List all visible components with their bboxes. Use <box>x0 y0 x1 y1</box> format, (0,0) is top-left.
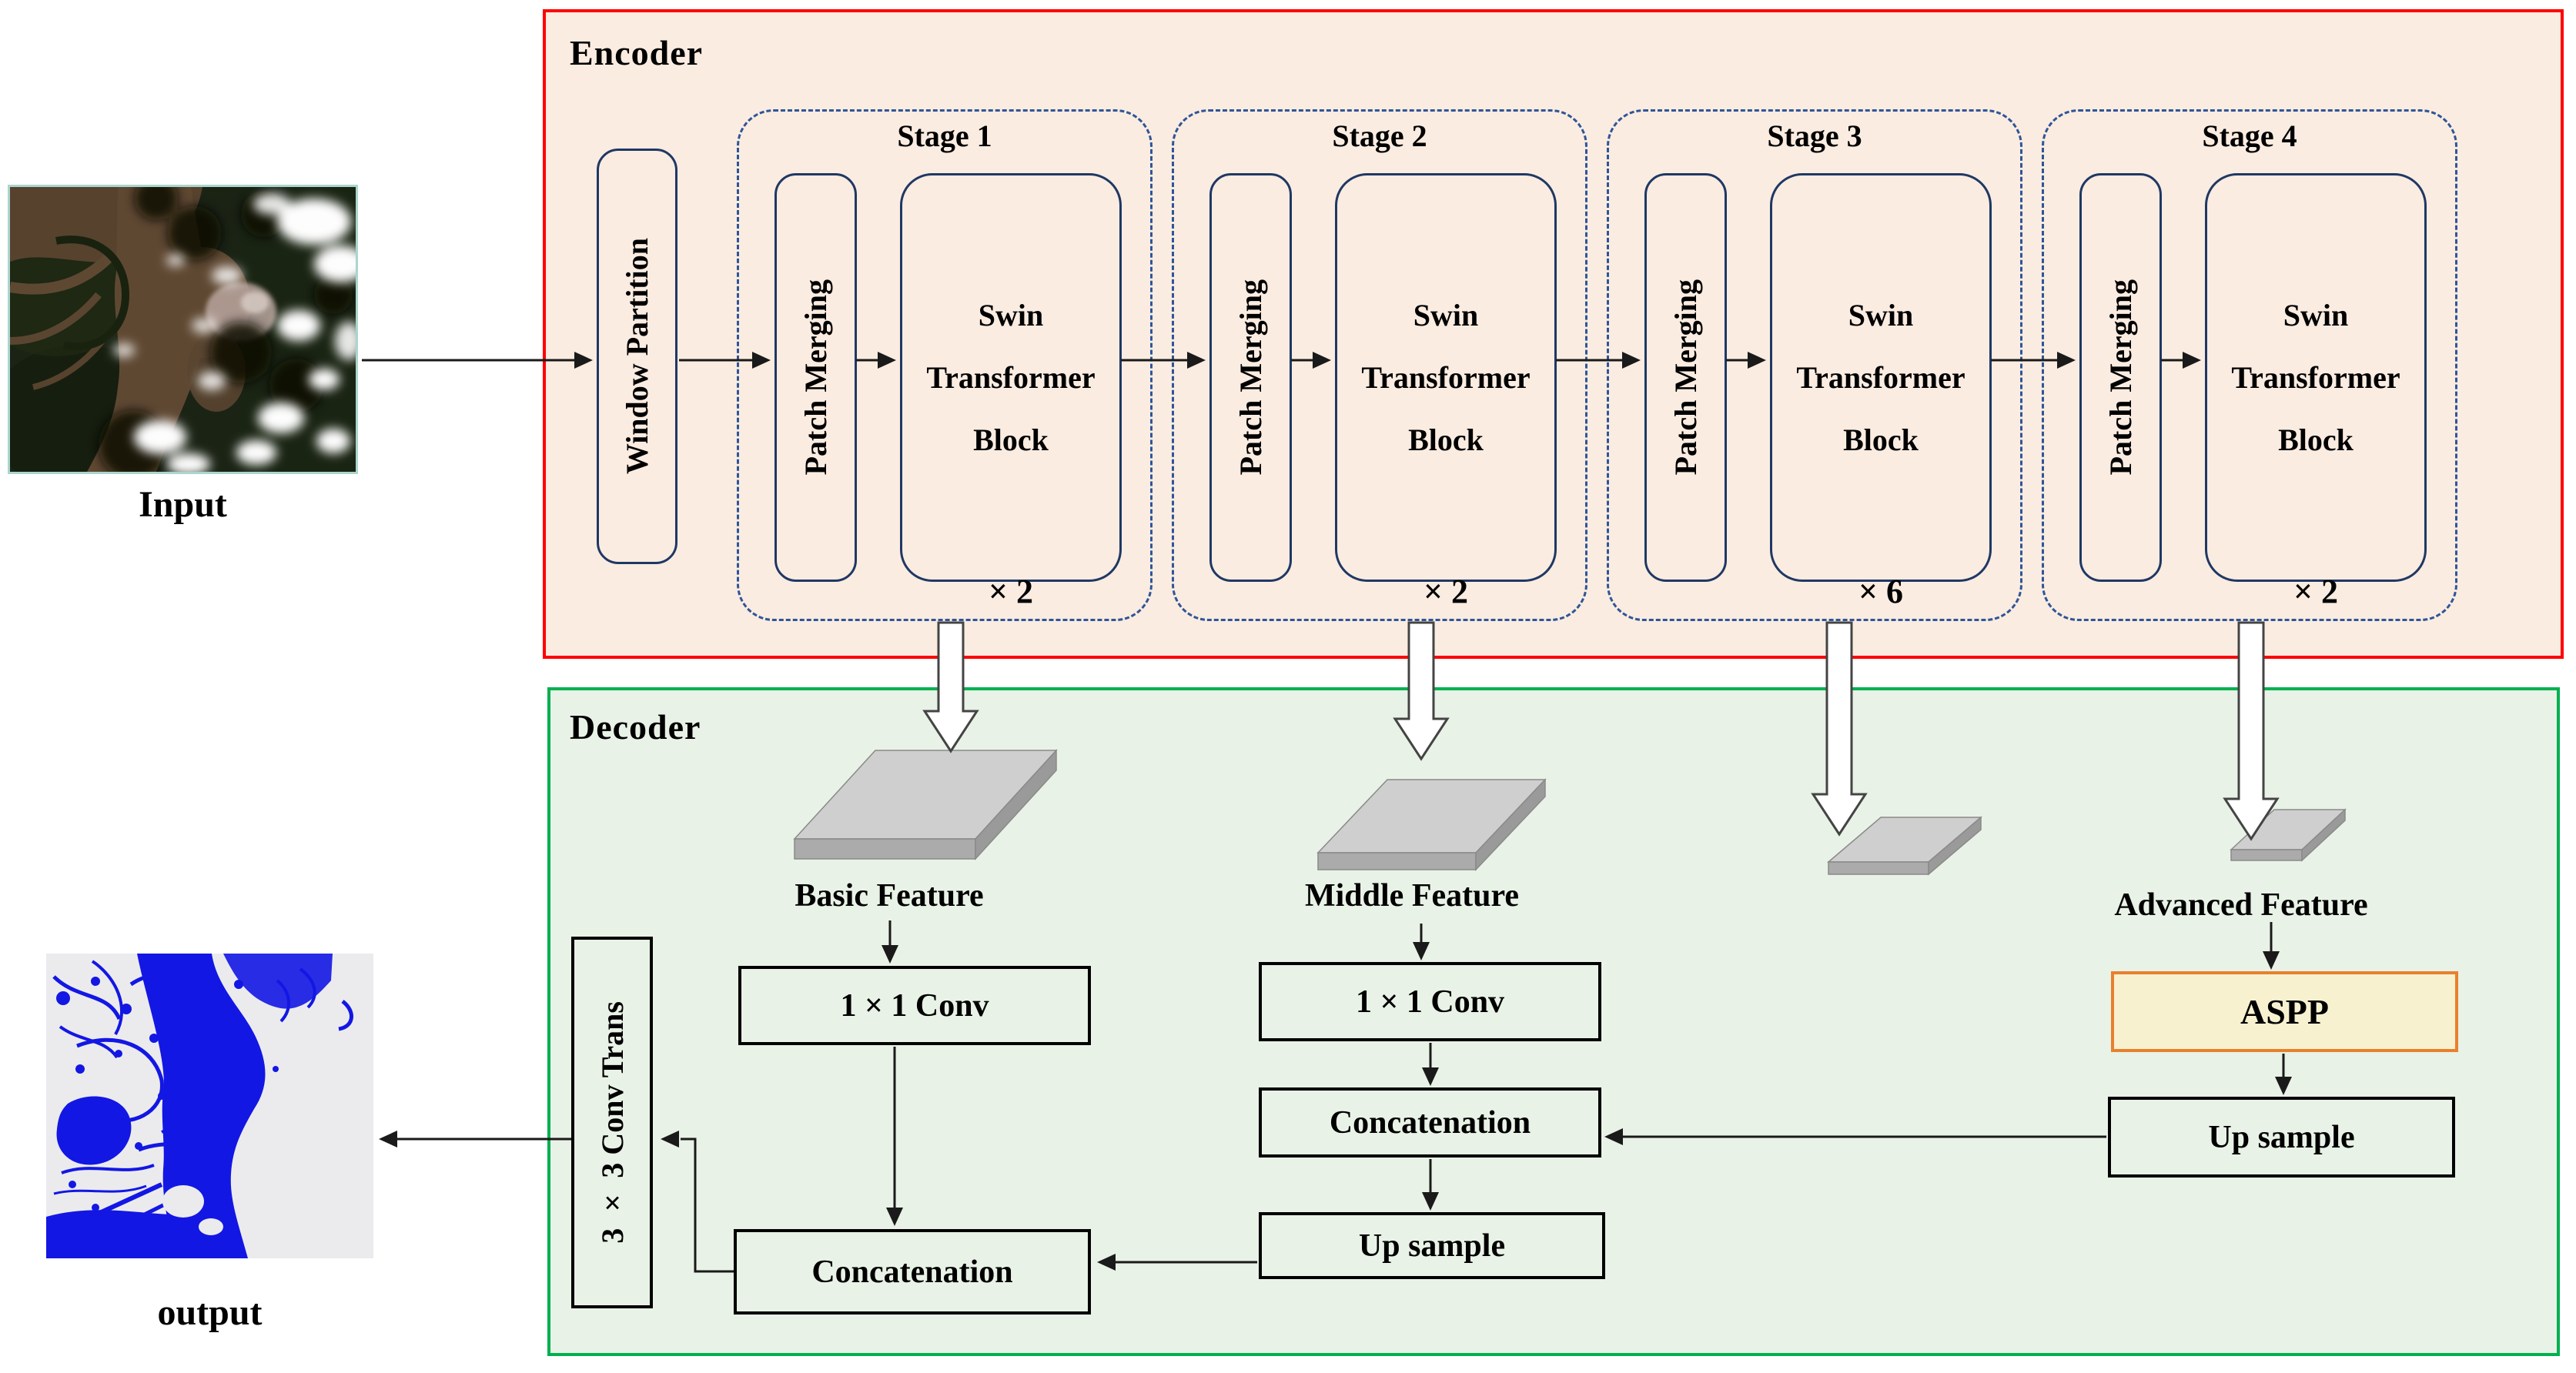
stage-2-patch-merging-box: Patch Merging <box>1209 173 1292 582</box>
stage-3-patch-merging-box: Patch Merging <box>1644 173 1727 582</box>
input-satellite-image <box>0 177 368 491</box>
stage-2-patch-merging-label: Patch Merging <box>1233 279 1268 476</box>
stage-1-swin-block-box: Swin Transformer Block <box>900 173 1122 582</box>
upsample-advanced-box: Up sample <box>2108 1097 2455 1178</box>
stage-3-swin-block-box: Swin Transformer Block <box>1770 173 1992 582</box>
middle-feature-label: Middle Feature <box>1304 878 1519 914</box>
conv1x1-middle-box: 1 × 1 Conv <box>1259 962 1601 1041</box>
swin-block-line: Swin <box>1848 298 1914 332</box>
stage-1-box: Stage 1 Patch Merging Swin Transformer B… <box>737 109 1153 621</box>
output-label: output <box>157 1292 263 1333</box>
upsample-middle-label: Up sample <box>1358 1228 1506 1264</box>
concatenation-basic-label: Concatenation <box>811 1254 1013 1290</box>
stage-3-label: Stage 3 <box>1767 119 1862 153</box>
concatenation-basic-box: Concatenation <box>734 1229 1091 1315</box>
output-segmentation-art <box>46 954 373 1258</box>
stage-4-patch-merging-label: Patch Merging <box>2103 279 2138 476</box>
conv1x1-middle-label: 1 × 1 Conv <box>1355 984 1505 1020</box>
input-satellite-art <box>0 177 368 491</box>
stage-1-multiplier: × 2 <box>988 573 1034 610</box>
conv-trans-box: 3 × 3 Conv Trans <box>571 937 653 1308</box>
stage-2-multiplier: × 2 <box>1423 573 1469 610</box>
swin-block-line: Block <box>1408 423 1484 457</box>
decoder-title: Decoder <box>570 707 701 747</box>
concatenation-middle-box: Concatenation <box>1259 1087 1601 1158</box>
stage-1-patch-merging-box: Patch Merging <box>774 173 857 582</box>
aspp-label: ASPP <box>2240 992 2329 1031</box>
concatenation-middle-label: Concatenation <box>1329 1104 1531 1141</box>
upsample-middle-box: Up sample <box>1259 1212 1605 1279</box>
output-segmentation-image <box>46 954 373 1258</box>
upsample-advanced-label: Up sample <box>2208 1119 2355 1155</box>
swin-block-line: Transformer <box>1361 360 1531 395</box>
stage-4-patch-merging-box: Patch Merging <box>2079 173 2162 582</box>
stage-1-label: Stage 1 <box>897 119 992 153</box>
advanced-feature-label: Advanced Feature <box>2114 887 2368 923</box>
swin-block-line: Swin <box>978 298 1044 332</box>
stage-4-box: Stage 4 Patch Merging Swin Transformer B… <box>2042 109 2457 621</box>
stage-4-multiplier: × 2 <box>2293 573 2339 610</box>
swin-block-line: Block <box>973 423 1049 457</box>
stage-1-patch-merging-label: Patch Merging <box>798 279 833 476</box>
basic-feature-label: Basic Feature <box>795 878 984 914</box>
conv-trans-label: 3 × 3 Conv Trans <box>594 1001 630 1244</box>
stage-3-patch-merging-label: Patch Merging <box>1668 279 1703 476</box>
aspp-box: ASPP <box>2111 971 2458 1052</box>
stage-4-label: Stage 4 <box>2202 119 2297 153</box>
stage-3-multiplier: × 6 <box>1858 573 1904 610</box>
stage-4-swin-block-box: Swin Transformer Block <box>2205 173 2427 582</box>
stage-3-box: Stage 3 Patch Merging Swin Transformer B… <box>1607 109 2022 621</box>
conv1x1-basic-label: 1 × 1 Conv <box>840 987 989 1024</box>
conv1x1-basic-box: 1 × 1 Conv <box>738 966 1091 1045</box>
swin-block-line: Block <box>1843 423 1919 457</box>
swin-block-line: Swin <box>1413 298 1479 332</box>
stage-2-label: Stage 2 <box>1332 119 1427 153</box>
swin-block-line: Transformer <box>1796 360 1965 395</box>
stage-2-swin-block-box: Swin Transformer Block <box>1335 173 1557 582</box>
input-label: Input <box>139 484 227 525</box>
encoder-title: Encoder <box>570 33 704 72</box>
swin-block-line: Transformer <box>926 360 1096 395</box>
window-partition-box: Window Partition <box>597 149 677 564</box>
stage-2-box: Stage 2 Patch Merging Swin Transformer B… <box>1172 109 1587 621</box>
window-partition-label: Window Partition <box>620 238 654 475</box>
swin-block-line: Swin <box>2283 298 2349 332</box>
swin-block-line: Transformer <box>2231 360 2400 395</box>
swin-block-line: Block <box>2278 423 2354 457</box>
